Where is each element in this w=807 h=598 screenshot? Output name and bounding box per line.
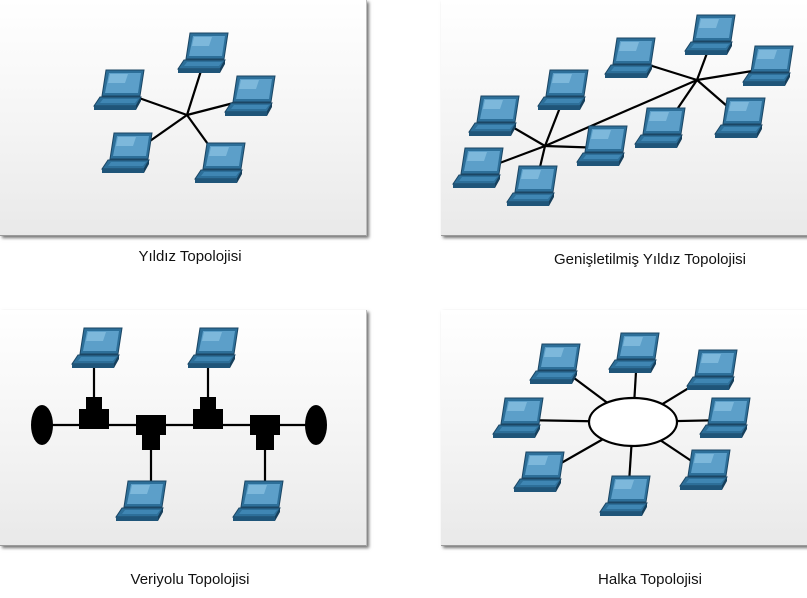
laptop-icon: [115, 480, 167, 521]
laptop-icon: [71, 327, 123, 368]
laptop-icon: [714, 97, 766, 138]
laptop-icon: [576, 125, 628, 166]
laptop-icon: [684, 14, 736, 55]
laptop-icon: [177, 32, 229, 73]
laptop-icon: [599, 475, 651, 516]
bus-topology-diagram: [31, 327, 327, 521]
laptop-icon: [679, 449, 731, 490]
laptop-icon: [224, 75, 276, 116]
switch-icon: [79, 409, 109, 429]
terminator-icon: [31, 405, 53, 445]
terminator-icon: [305, 405, 327, 445]
switch-icon: [200, 397, 216, 409]
laptop-icon: [608, 332, 660, 373]
laptop-icon: [604, 37, 656, 78]
laptop-icon: [742, 45, 794, 86]
laptop-icon: [634, 107, 686, 148]
backbone-link: [544, 78, 698, 148]
ring-icon: [587, 396, 679, 448]
laptop-icon: [537, 69, 589, 110]
extended-star-topology-diagram: [452, 14, 794, 206]
switch-icon: [193, 409, 223, 429]
ring-topology-panel: [441, 310, 807, 546]
laptop-icon: [93, 69, 145, 110]
ring-topology-diagram: [492, 332, 751, 516]
laptop-icon: [194, 142, 246, 183]
laptop-icon: [506, 165, 558, 206]
laptop-icon: [699, 397, 751, 438]
star-topology-caption: Yıldız Topolojisi: [138, 248, 242, 265]
extended-star-topology-caption: Genişletilmiş Yıldız Topolojisi: [553, 251, 747, 268]
laptop-icon: [686, 349, 738, 390]
ring-topology-caption: Halka Topolojisi: [598, 571, 702, 588]
switch-icon: [136, 415, 166, 435]
laptop-icon: [468, 95, 520, 136]
laptop-icon: [529, 343, 581, 384]
switch-icon: [256, 434, 274, 450]
laptop-icon: [187, 327, 239, 368]
bus-topology-caption: Veriyolu Topolojisi: [130, 571, 250, 588]
switch-icon: [250, 415, 280, 435]
laptop-icon: [232, 480, 284, 521]
extended-star-topology-panel: [441, 0, 807, 236]
switch-icon: [86, 397, 102, 409]
bus-topology-panel: [0, 310, 367, 546]
laptop-icon: [452, 147, 504, 188]
switch-icon: [142, 434, 160, 450]
laptop-icon: [492, 397, 544, 438]
star-topology-panel: [0, 0, 367, 236]
laptop-icon: [513, 451, 565, 492]
star-topology-diagram: [93, 32, 276, 183]
laptop-icon: [101, 132, 153, 173]
